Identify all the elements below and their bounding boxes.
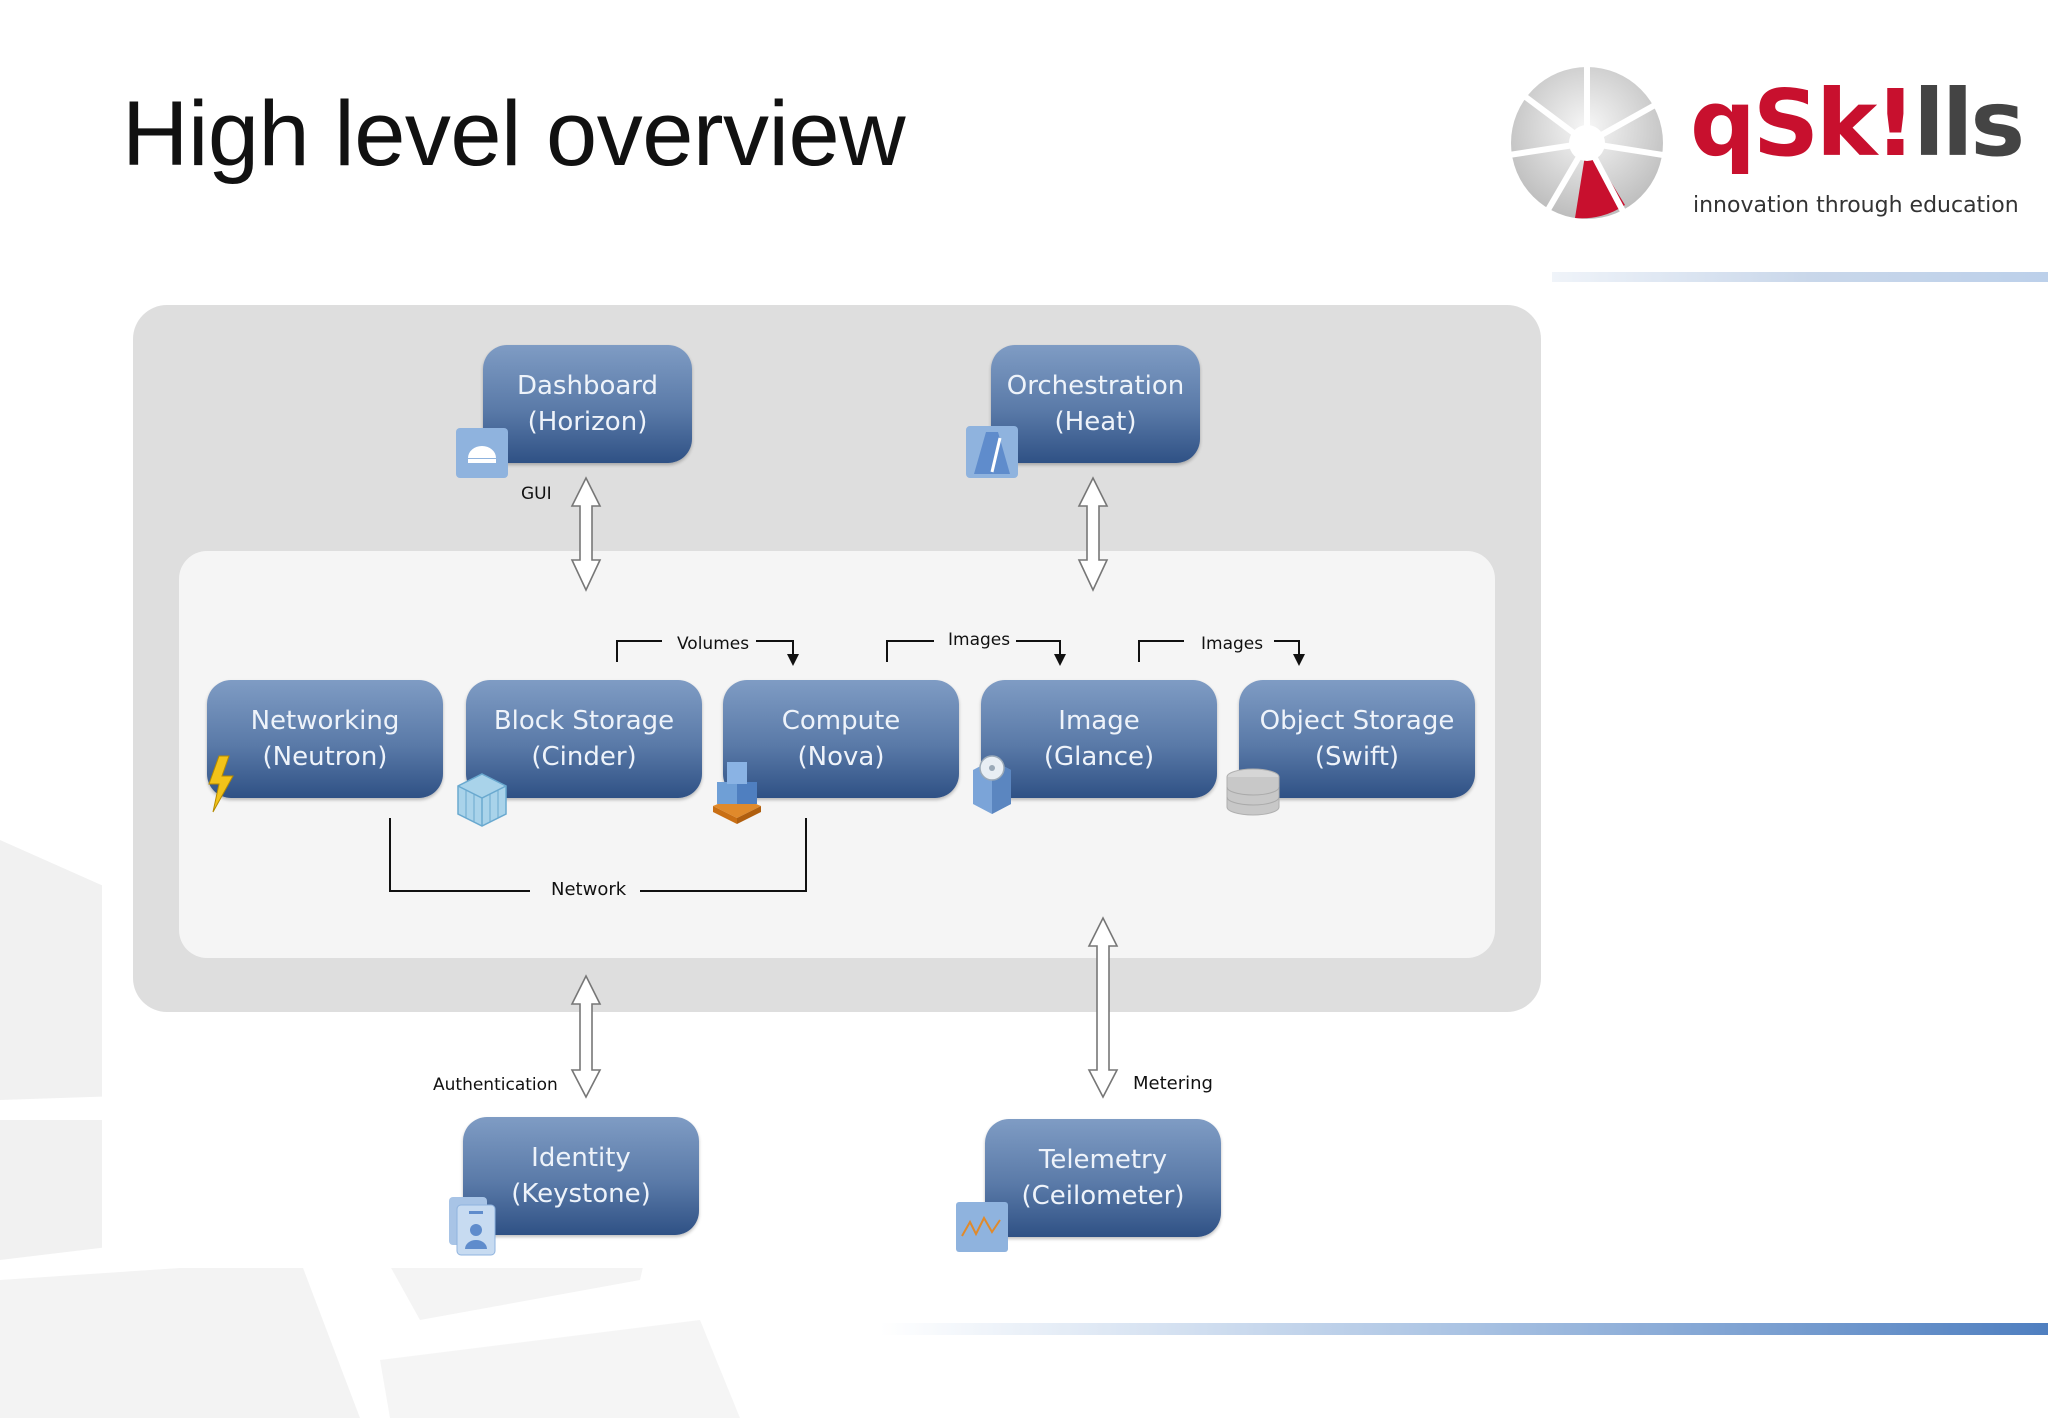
qskills-logo-mark <box>1508 65 1664 219</box>
images-connector-1-left <box>886 640 934 662</box>
service-orchestration-name: Orchestration <box>1006 371 1185 401</box>
service-block-storage-project: (Cinder) <box>531 742 637 772</box>
service-orchestration: Orchestration (Heat) <box>991 345 1200 463</box>
service-object-storage-project: (Swift) <box>1314 742 1400 772</box>
service-image-project: (Glance) <box>1043 742 1155 772</box>
service-compute-name: Compute <box>781 706 901 736</box>
decorative-rule-bottom <box>880 1323 2048 1335</box>
service-orchestration-project: (Heat) <box>1054 407 1137 437</box>
orchestration-arrow <box>1077 476 1109 592</box>
service-compute: Compute (Nova) <box>723 680 959 798</box>
slide-title: High level overview <box>122 83 906 185</box>
service-networking-name: Networking <box>250 706 400 736</box>
network-label: Network <box>551 879 627 900</box>
service-identity-name: Identity <box>531 1143 631 1173</box>
service-networking-project: (Neutron) <box>262 742 388 772</box>
service-telemetry: Telemetry (Ceilometer) <box>985 1119 1221 1237</box>
service-networking: Networking (Neutron) <box>207 680 443 798</box>
images-connector-2-left <box>1138 640 1184 662</box>
service-image-name: Image <box>1058 706 1140 736</box>
disc-icon <box>973 755 1011 814</box>
metering-arrow <box>1087 916 1119 1099</box>
logo-tagline: innovation through education <box>1693 193 2019 218</box>
metering-label: Metering <box>1133 1073 1213 1094</box>
stacked-cubes-icon <box>713 762 761 824</box>
service-telemetry-name: Telemetry <box>1038 1145 1168 1175</box>
volumes-connector-left <box>616 640 662 662</box>
service-dashboard-project: (Horizon) <box>527 407 648 437</box>
service-compute-project: (Nova) <box>797 742 885 772</box>
chart-icon <box>956 1202 1008 1252</box>
cube-grid-icon <box>457 773 507 827</box>
dashboard-icon <box>456 428 508 478</box>
gui-arrow <box>570 476 602 592</box>
decorative-rule-top <box>1450 272 2048 282</box>
authentication-arrow <box>570 974 602 1099</box>
images-label-1: Images <box>948 630 1011 650</box>
service-dashboard: Dashboard (Horizon) <box>483 345 692 463</box>
service-identity: Identity (Keystone) <box>463 1117 699 1235</box>
logo-wordmark: qSk!lls <box>1690 70 2025 177</box>
images-connector-2-right <box>1274 640 1305 666</box>
volumes-connector-right <box>756 640 799 666</box>
network-connector-right <box>640 818 807 892</box>
service-block-storage-name: Block Storage <box>493 706 675 736</box>
service-block-storage: Block Storage (Cinder) <box>466 680 702 798</box>
service-dashboard-name: Dashboard <box>516 371 659 401</box>
service-image: Image (Glance) <box>981 680 1217 798</box>
database-icon <box>1226 768 1280 816</box>
authentication-label: Authentication <box>433 1075 558 1095</box>
images-connector-1-right <box>1016 640 1066 666</box>
id-card-icon <box>449 1197 496 1256</box>
lightning-icon <box>208 755 234 813</box>
volumes-label: Volumes <box>677 634 750 654</box>
images-label-2: Images <box>1201 634 1264 654</box>
metronome-icon <box>966 426 1018 478</box>
service-object-storage-name: Object Storage <box>1259 706 1455 736</box>
service-telemetry-project: (Ceilometer) <box>1021 1181 1185 1211</box>
service-identity-project: (Keystone) <box>511 1179 651 1209</box>
network-connector-left <box>389 818 530 892</box>
gui-label: GUI <box>521 484 552 504</box>
